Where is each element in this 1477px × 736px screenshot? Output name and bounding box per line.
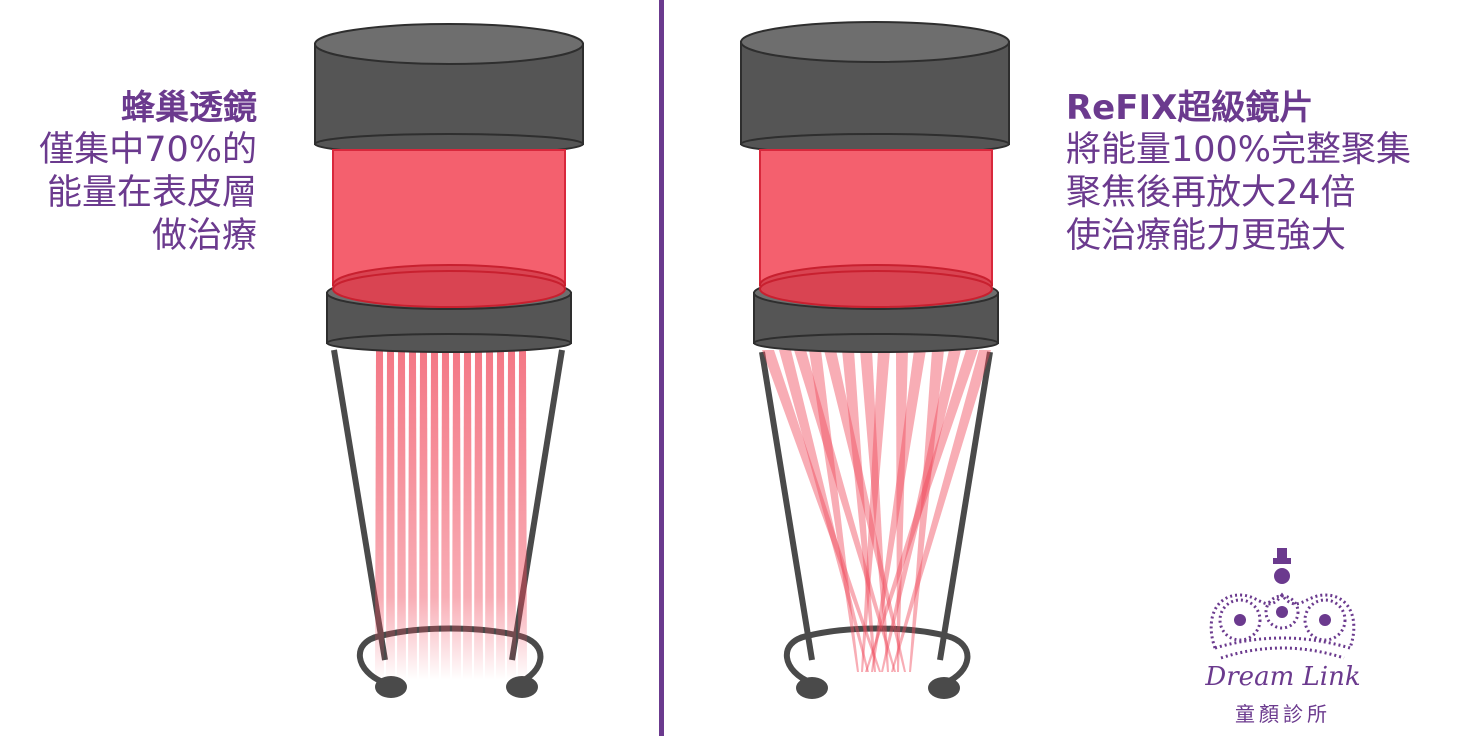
left-line-3: 做治療 (151, 215, 257, 256)
right-top-cap (740, 21, 1010, 155)
focused-beam (779, 350, 869, 672)
left-description: 蜂巢透鏡 僅集中70%的 能量在表皮層 做治療 (39, 88, 257, 258)
parallel-laser-beams (375, 350, 527, 680)
focused-beam (794, 350, 896, 672)
focused-beam (909, 350, 944, 672)
refix-lens-device (740, 21, 1010, 699)
focused-beam (861, 350, 890, 672)
logo-script-text: Dream Link (1205, 662, 1361, 692)
right-heading: ReFIX超級鏡片 (1066, 88, 1314, 128)
focused-beam (871, 350, 926, 672)
right-stand-foot-right (928, 677, 960, 699)
parallel-beam (518, 350, 527, 680)
parallel-beam (452, 350, 461, 680)
left-top-cap (314, 23, 584, 155)
left-line-2: 能量在表皮層 (46, 173, 257, 214)
right-stand-frame (759, 351, 993, 686)
focused-beam (881, 350, 961, 672)
focused-beam (891, 350, 991, 672)
focused-laser-beams (762, 350, 991, 672)
focused-beam (842, 350, 876, 672)
parallel-beam (375, 350, 384, 680)
focused-beam (896, 350, 908, 672)
left-lens-housing (326, 270, 572, 353)
parallel-beam (496, 350, 505, 680)
left-stand-foot-left (375, 676, 407, 698)
logo-chinese-text: 童顏診所 (1235, 702, 1331, 726)
focused-beam (762, 350, 881, 672)
parallel-beam (485, 350, 494, 680)
honeycomb-lens-device (314, 23, 584, 698)
parallel-beam (386, 350, 395, 680)
right-line-1: 將能量100%完整聚集 (1066, 130, 1412, 171)
parallel-beam (463, 350, 472, 680)
focused-beam (865, 350, 978, 672)
right-stand-foot-left (796, 677, 828, 699)
focused-beam (824, 350, 906, 672)
parallel-beam (408, 350, 417, 680)
crown-icon (1209, 548, 1356, 660)
focused-beam (860, 350, 889, 672)
parallel-beam (507, 350, 516, 680)
left-stand-foot-right (506, 676, 538, 698)
parallel-beam (441, 350, 450, 680)
parallel-beam (397, 350, 406, 680)
left-line-1: 僅集中70%的 (39, 130, 257, 171)
right-lens-housing (753, 270, 999, 353)
parallel-beam (419, 350, 428, 680)
right-line-2: 聚焦後再放大24倍 (1066, 173, 1356, 214)
parallel-beam (430, 350, 439, 680)
parallel-beam (474, 350, 483, 680)
left-heading: 蜂巢透鏡 (121, 88, 257, 128)
center-divider (659, 0, 664, 736)
right-line-3: 使治療能力更強大 (1066, 215, 1347, 256)
focused-beam (809, 350, 859, 672)
right-description: ReFIX超級鏡片 將能量100%完整聚集 聚焦後再放大24倍 使治療能力更強大 (1066, 88, 1411, 258)
